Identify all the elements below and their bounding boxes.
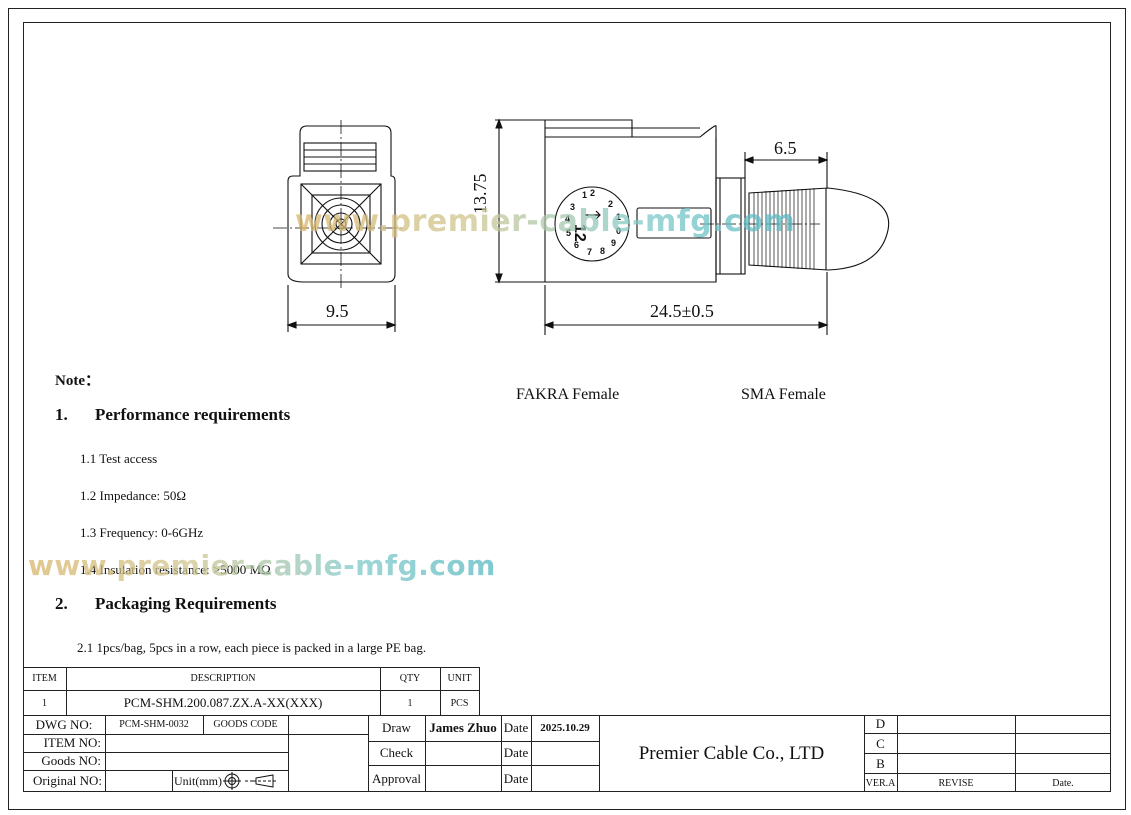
section-packaging: 2. Packaging Requirements: [55, 594, 277, 614]
dwg-no-value: PCM-SHM-0032: [119, 719, 189, 730]
dial-code-digit: 12: [571, 224, 588, 242]
approval-date-label: Date: [503, 770, 529, 786]
section-number: 2.: [55, 594, 68, 613]
revision-date-label: Date.: [1052, 777, 1074, 789]
side-view: [544, 119, 890, 283]
dwg-no-label: DWG NO:: [35, 716, 93, 732]
company-name: Premier Cable Co., LTD: [638, 742, 825, 764]
dimension-sma-length: [743, 152, 829, 188]
note-title: Note：: [55, 373, 100, 389]
note-item: 1.4 Insulation resistance: >5000 MΩ: [80, 562, 271, 577]
draw-date-label: Date: [503, 720, 529, 735]
revision-c: C: [876, 735, 885, 751]
svg-text:9: 9: [611, 238, 616, 248]
check-label: Check: [379, 745, 414, 760]
section-performance: 1. Performance requirements: [55, 405, 290, 425]
revise-label: REVISE: [938, 777, 974, 789]
bom-header-description: DESCRIPTION: [190, 673, 256, 684]
svg-text:7: 7: [587, 247, 592, 257]
front-width-label: 9.5: [326, 301, 349, 321]
bom-header-item: ITEM: [32, 673, 57, 684]
revision-b: B: [876, 755, 885, 771]
svg-text:3: 3: [570, 202, 575, 212]
section-number: 1.: [55, 405, 68, 424]
dimension-side-length: [543, 272, 829, 335]
goods-no-label: Goods NO:: [41, 753, 101, 768]
svg-text:2: 2: [590, 188, 595, 198]
projection-symbol-icon: [223, 772, 277, 790]
side-height-label: 13.75: [470, 173, 490, 215]
check-date-label: Date: [503, 745, 529, 760]
note-item: 1.3 Frequency: 0-6GHz: [80, 525, 204, 540]
bom-header-qty: QTY: [399, 673, 421, 684]
svg-text:8: 8: [600, 246, 605, 256]
section-title: Packaging Requirements: [95, 594, 277, 613]
goods-code-label: GOODS CODE: [213, 719, 278, 730]
dimension-side-height: [495, 118, 545, 284]
bom-cell-description: PCM-SHM.200.087.ZX.A-XX(XXX): [123, 695, 323, 710]
bom-cell-unit: PCS: [450, 697, 469, 709]
svg-text:2: 2: [608, 199, 613, 209]
item-no-label: ITEM NO:: [43, 735, 101, 750]
bom-cell-item: 1: [42, 697, 47, 709]
svg-text:1: 1: [616, 212, 621, 222]
svg-text:4: 4: [565, 214, 570, 224]
bom-cell-qty: 1: [407, 697, 413, 709]
approval-label: Approval: [371, 770, 422, 786]
fakra-female-caption: FAKRA Female: [516, 386, 620, 403]
svg-text:1: 1: [582, 190, 587, 200]
note-item: 1.1 Test access: [80, 451, 158, 466]
draw-date: 2025.10.29: [540, 722, 590, 734]
draw-name: James Zhuo: [429, 720, 497, 735]
dimension-front-width: [286, 285, 397, 332]
sma-length-label: 6.5: [774, 138, 797, 158]
original-no-label: Original NO:: [33, 773, 102, 788]
note-item: 1.2 Impedance: 50Ω: [80, 488, 187, 503]
sma-female-caption: SMA Female: [741, 386, 826, 403]
unit-label: Unit(mm): [174, 773, 222, 788]
svg-text:6: 6: [574, 240, 579, 250]
sheet-outer-border: [8, 8, 1126, 810]
side-length-label: 24.5±0.5: [650, 301, 714, 321]
sheet-inner-border: [23, 22, 1111, 792]
bom-header-unit: UNIT: [447, 673, 472, 684]
note-item: 2.1 1pcs/bag, 5pcs in a row, each piece …: [77, 640, 427, 655]
revision-d: D: [875, 716, 886, 731]
draw-label: Draw: [382, 720, 411, 735]
front-view: [273, 120, 402, 288]
version-label: VER.A: [865, 777, 896, 789]
svg-text:0: 0: [616, 226, 621, 236]
section-title: Performance requirements: [95, 405, 291, 424]
unit-field: Unit(mm): [174, 770, 288, 792]
svg-text:5: 5: [566, 228, 571, 238]
